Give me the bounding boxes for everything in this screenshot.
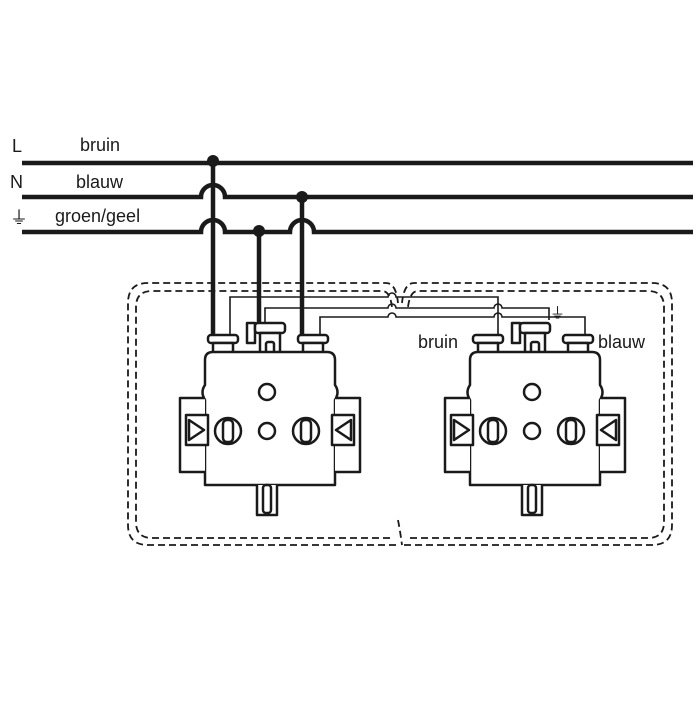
socket-right-top-hole xyxy=(522,382,542,402)
junction-dot-pe xyxy=(253,225,265,237)
line-l-color-label: bruin xyxy=(80,135,120,155)
jumper-wire-pe xyxy=(264,303,550,322)
socket-left-body xyxy=(201,350,339,487)
socket-right xyxy=(443,321,627,517)
socket-left-top-hole xyxy=(257,382,277,402)
junction-dot-l xyxy=(207,155,219,167)
jumper-wire-n xyxy=(319,312,586,335)
flush-box-right xyxy=(401,282,673,546)
socket-left-clamp-right xyxy=(330,396,362,474)
socket-left-pin-hole-right-slot xyxy=(299,418,313,444)
line-pe-color-label: groen/geel xyxy=(55,206,140,226)
socket-right-label-bruin: bruin xyxy=(418,332,458,352)
socket-left xyxy=(178,321,362,517)
box-channel xyxy=(397,519,403,546)
line-pe-symbol: ⏚ xyxy=(10,208,28,228)
flush-box-left xyxy=(127,282,399,546)
terminal-pe-clamp xyxy=(245,321,287,362)
socket-right-label-blauw: blauw xyxy=(598,332,646,352)
socket-right-clamp-right xyxy=(595,396,627,474)
socket-left-clamp-left xyxy=(178,396,210,474)
socket-left-center-hole xyxy=(257,421,277,441)
earth-symbol-icon: ⏚ xyxy=(550,305,565,322)
line-n-color-label: blauw xyxy=(76,172,124,192)
socket-right-clamp-left xyxy=(443,396,475,474)
socket-right-body xyxy=(466,350,604,487)
junction-dot-n xyxy=(296,191,308,203)
line-n-symbol: N xyxy=(10,172,23,192)
socket-left-pin-hole-left-slot xyxy=(221,418,235,444)
line-l-symbol: L xyxy=(12,136,22,156)
jumper-wire-l xyxy=(229,292,499,335)
socket-right-center-hole xyxy=(522,421,542,441)
